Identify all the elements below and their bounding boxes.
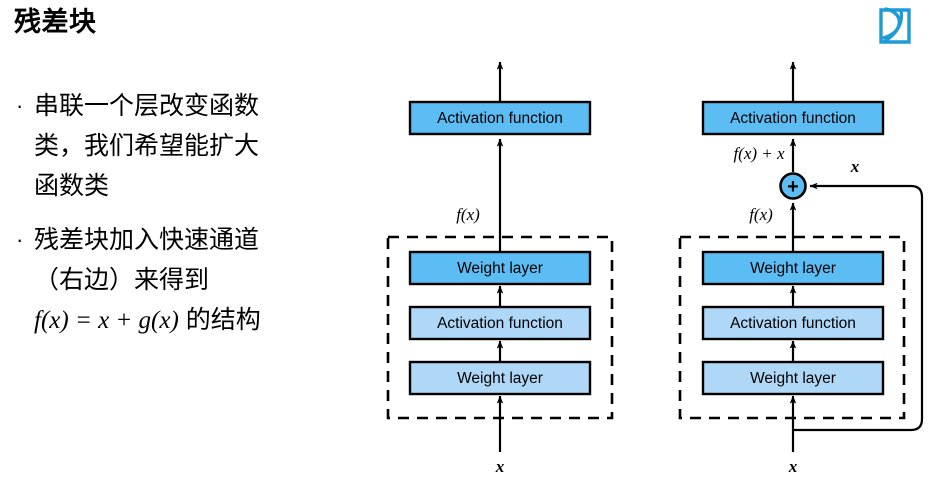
bullet-marker: · — [16, 227, 24, 252]
box-output-activation-label: Activation function — [437, 110, 563, 127]
label-fx-plus-x: f(x) + x — [733, 144, 785, 163]
brand-logo — [872, 4, 916, 48]
box-inner-weight-bottom-label: Weight layer — [750, 370, 836, 387]
bullet-item-2: · 残差块加入快速通道 （右边）来得到 f(x) = x + g(x) 的结构 — [16, 220, 386, 341]
bullet-list: · 串联一个层改变函数 类，我们希望能扩大 函数类 · 残差块加入快速通道 （右… — [16, 86, 386, 355]
bullet-text-1: 串联一个层改变函数 类，我们希望能扩大 函数类 — [34, 86, 386, 206]
bullet-line: （右边）来得到 — [34, 266, 210, 294]
box-inner-weight-top: Weight layer — [408, 250, 592, 286]
label-skip-x: x — [850, 157, 860, 176]
label-input-x: x — [495, 457, 505, 476]
formula-suffix: 的结构 — [185, 306, 261, 334]
box-inner-weight-bottom-label: Weight layer — [457, 370, 543, 387]
box-inner-activation-label: Activation function — [730, 315, 856, 332]
page-title: 残差块 — [14, 7, 97, 37]
box-output-activation: Activation function — [408, 100, 592, 136]
plain-block-diagram: Activation function Weight layer Activat… — [370, 0, 620, 486]
adder-plus-label: + — [787, 176, 799, 198]
box-inner-weight-bottom: Weight layer — [701, 360, 885, 396]
bullet-line: 残差块加入快速通道 — [34, 226, 260, 254]
box-inner-activation-label: Activation function — [437, 315, 563, 332]
box-inner-weight-bottom: Weight layer — [408, 360, 592, 396]
skip-connection-path — [793, 182, 924, 432]
box-inner-weight-top: Weight layer — [701, 250, 885, 286]
bullet-text-2: 残差块加入快速通道 （右边）来得到 f(x) = x + g(x) 的结构 — [34, 220, 386, 341]
bullet-line: 类，我们希望能扩大 — [34, 132, 260, 160]
box-inner-weight-top-label: Weight layer — [457, 260, 543, 277]
bullet-line: 串联一个层改变函数 — [34, 92, 260, 120]
box-inner-activation: Activation function — [408, 305, 592, 341]
bullet-item-1: · 串联一个层改变函数 类，我们希望能扩大 函数类 — [16, 86, 386, 206]
box-output-activation: Activation function — [701, 100, 885, 136]
adder-node: + — [779, 172, 807, 200]
label-input-x: x — [788, 457, 798, 476]
residual-block-diagram: + Activation function Weight layer Activ… — [662, 0, 932, 486]
residual-formula: f(x) = x + g(x) — [34, 307, 179, 334]
bullet-line-formula: f(x) = x + g(x) 的结构 — [34, 300, 386, 341]
bullet-line: 函数类 — [34, 172, 110, 200]
box-output-activation-label: Activation function — [730, 110, 856, 127]
label-fx: f(x) — [456, 205, 480, 224]
label-fx: f(x) — [749, 205, 773, 224]
box-inner-weight-top-label: Weight layer — [750, 260, 836, 277]
box-inner-activation: Activation function — [701, 305, 885, 341]
bullet-marker: · — [16, 93, 24, 118]
